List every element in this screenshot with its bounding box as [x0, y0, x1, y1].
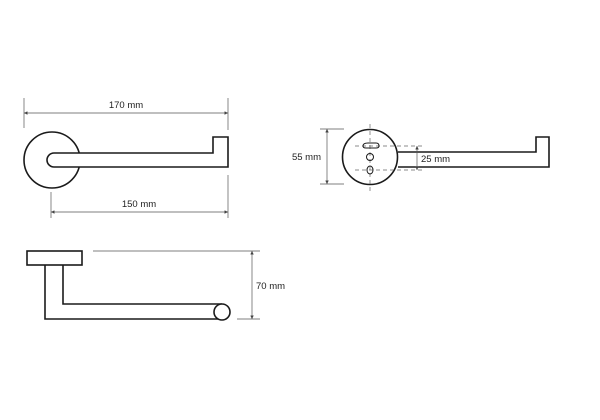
top-view: 170 mm 150 mm: [23, 98, 229, 218]
dim-label-plate-diameter: 55 mm: [292, 152, 321, 163]
wall-plate: [341, 128, 399, 186]
arm-outline: [398, 136, 550, 168]
dim-label-arm-length: 150 mm: [122, 199, 156, 210]
side-view: 70 mm: [26, 250, 285, 321]
arm-outline: [44, 265, 222, 320]
arm-outline: [46, 136, 229, 168]
dim-label-mount-spacing: 25 mm: [421, 154, 450, 165]
wall-plate: [26, 250, 83, 266]
arm-end: [213, 303, 231, 321]
dim-label-projection-depth: 70 mm: [256, 281, 285, 292]
keyhole-slot: [362, 142, 380, 149]
front-view: 55 mm 25 mm: [292, 124, 550, 192]
dim-label-overall-length: 170 mm: [109, 100, 143, 111]
screw-hole: [366, 153, 374, 161]
screw-hole-lower: [366, 165, 374, 175]
